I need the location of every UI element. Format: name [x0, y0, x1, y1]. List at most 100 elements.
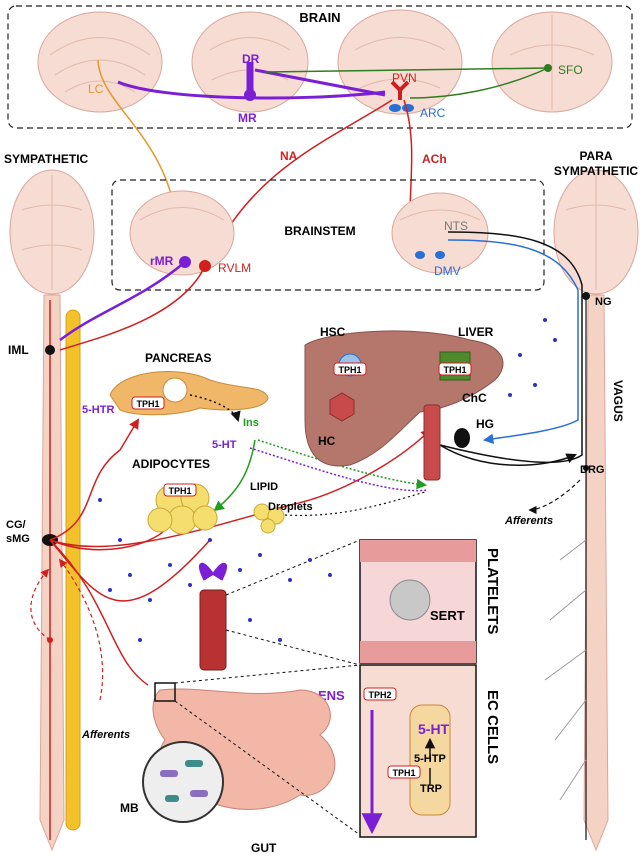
microbiome-bacteria [160, 760, 208, 802]
sfo-label: SFO [558, 63, 583, 77]
sfo-node [544, 64, 552, 72]
gut-zoom-box [154, 682, 176, 702]
gut-label: GUT [251, 841, 277, 855]
lipid-label-2: Droplets [268, 501, 313, 513]
afferents-right-label: Afferents [504, 515, 553, 527]
brain-section-4 [491, 11, 613, 113]
arc-left [389, 104, 401, 112]
vagus-label: VAGUS [611, 380, 625, 422]
drg-label: DRG [580, 464, 604, 476]
drg-node [583, 465, 589, 471]
sympathetic-brain [9, 169, 95, 295]
hc-label: HC [318, 434, 336, 448]
platelet-receptor [199, 562, 227, 581]
ach-label: ACh [422, 152, 447, 166]
sym-vessel-path [49, 539, 211, 602]
nts-vagus-path [439, 231, 583, 464]
afferent-node [47, 637, 53, 643]
vagal-branches [544, 539, 587, 801]
ens-label: ENS [318, 688, 345, 703]
lipid-label-1: LIPID [250, 481, 278, 493]
parasympathetic-brain [553, 169, 639, 295]
platelets-label: PLATELETS [484, 548, 501, 634]
sym-liver-path [49, 428, 432, 548]
nts-label: NTS [444, 219, 468, 233]
cg-label-2: sMG [6, 533, 30, 545]
tph1-pancreas: TPH1 [136, 399, 159, 409]
lipid-droplets [253, 503, 285, 534]
ec-cell [409, 704, 451, 816]
tph1-hsc-badge [333, 362, 367, 376]
serotonin-dots [98, 318, 557, 642]
pvn-label: PVN [392, 71, 417, 85]
zoom-line-1 [225, 539, 361, 596]
mb-label: MB [120, 801, 139, 815]
trp-label: TRP [420, 783, 442, 795]
hepatic-vessel [423, 404, 441, 481]
ins-label: Ins [243, 417, 259, 429]
na-path [207, 99, 393, 266]
brain-section-1 [37, 11, 163, 113]
sym-gut-path [49, 539, 149, 686]
tph1-pancreas-badge [131, 396, 165, 410]
arc-label: ARC [420, 106, 446, 120]
tph1-adipocyte-badge [163, 483, 197, 497]
dr-label: DR [242, 52, 260, 66]
dmv-right [435, 251, 445, 259]
dr-pvn-path [254, 68, 386, 97]
gut-zoom-line-2 [174, 700, 361, 836]
ins-adipocyte-path [213, 439, 256, 512]
pancreas-label: PANCREAS [145, 351, 211, 365]
cg-label-1: CG/ [6, 519, 26, 531]
ec-cells-label: EC CELLS [484, 690, 501, 764]
iml-node [45, 345, 55, 355]
brain-box [7, 5, 633, 129]
microbiome-circle [142, 741, 224, 823]
para-label-2: SYMPATHETIC [554, 164, 639, 178]
pancreas-islet [162, 377, 188, 403]
tph2-label: TPH2 [368, 690, 391, 700]
brainstem-box [111, 179, 545, 291]
hc-cell [329, 392, 355, 422]
sfo-pvn-path [409, 67, 549, 99]
5ht-liver-path [249, 447, 429, 492]
htp-label: 5-HTP [414, 753, 446, 765]
brain-label: BRAIN [299, 10, 340, 25]
parasympathetic-spinal-cord [583, 294, 609, 852]
rvlm-label: RVLM [218, 261, 251, 275]
afferent-dashed-1 [58, 558, 104, 701]
pancreas-ins-arrow [189, 394, 241, 423]
platelet-cell [389, 579, 431, 621]
brainstem-section-1 [129, 190, 235, 276]
na-label: NA [280, 149, 298, 163]
dmv-vagus-path [447, 239, 579, 445]
tph1-ec: TPH1 [392, 768, 415, 778]
ng-label: NG [595, 296, 612, 308]
pvn-nucleus [390, 80, 410, 100]
platelets-wall-bottom [360, 641, 476, 663]
chc-label: ChC [462, 391, 487, 405]
afferents-left-label: Afferents [81, 729, 130, 741]
tph1-ec-badge [387, 765, 421, 779]
blood-vessel [199, 589, 227, 671]
sympathetic-chain [65, 309, 81, 831]
rvlm-iml-path [59, 265, 206, 351]
ins-liver-path [257, 439, 428, 490]
lc-purple-path [117, 80, 386, 100]
platelets-wall-top [360, 540, 476, 562]
tph1-chc-badge [438, 362, 472, 376]
ec-5ht-label: 5-HT [418, 721, 450, 737]
vagal-afferent-dashed [528, 479, 581, 515]
hsc-label: HSC [320, 325, 346, 339]
tph1-hsc: TPH1 [338, 365, 361, 375]
adipocytes-label: ADIPOCYTES [132, 457, 210, 471]
arc-right [402, 104, 414, 112]
dmv-label: DMV [434, 264, 461, 278]
afferent-dashed-2 [30, 568, 51, 641]
lc-label: LC [88, 82, 104, 96]
mr-nucleus [244, 89, 256, 101]
tph1-chc: TPH1 [443, 365, 466, 375]
gut-zoom-line-1 [174, 664, 361, 684]
sym-adipocyte-path [49, 529, 166, 551]
